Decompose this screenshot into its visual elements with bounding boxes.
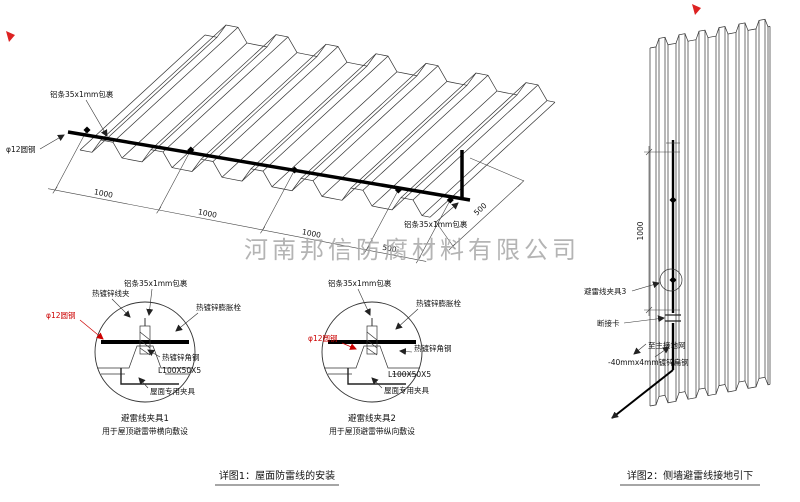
roof-dim-1000-a: 1000 (93, 187, 114, 200)
wall-clamp-callout-circle (659, 268, 683, 292)
roof-dimension-lines: 1000 1000 1000 500 500 (48, 129, 525, 264)
round-steel-label: φ12圆钢 (6, 144, 36, 154)
detail1-alu-label: 铝条35x1mm包裹 (124, 278, 188, 288)
roof-dim-500-right: 500 (472, 201, 489, 218)
wall-conductor (611, 140, 683, 419)
detail2-alu-label: 铝条35x1mm包裹 (328, 278, 392, 288)
roof-dim-1000-b: 1000 (197, 207, 218, 220)
wall-clamp3-label: 避雷线夹具3 (584, 286, 626, 296)
wall-dimension: 1000 (636, 146, 680, 316)
detail2-round-steel-label: φ12圆钢 (308, 333, 338, 343)
detail2-title: 避雷线夹具2 (348, 413, 396, 424)
wall-ground-label: 至主接地网 (648, 340, 686, 350)
detail1-fixture-label: 屋面专用夹具 (150, 386, 195, 396)
detail-1: 热镀锌线夹 铝条35x1mm包裹 热镀锌膨胀栓 φ12圆钢 热镀锌角钢 L100… (46, 278, 241, 436)
detail2-subtitle: 用于屋顶避雷带纵向敷设 (329, 426, 415, 436)
captions: 详图1：屋面防雷线的安装 详图2：侧墙避雷线接地引下 (215, 469, 760, 486)
red-marker-icon (6, 4, 701, 42)
roof-lightning-wire (67, 126, 471, 204)
detail2-fixture-label: 屋面专用夹具 (384, 385, 429, 395)
roof-dim-1000-c: 1000 (301, 227, 322, 240)
wall-panel-drawing (649, 18, 771, 407)
roof-panel-drawing (79, 24, 556, 218)
roof-dim-500: 500 (382, 243, 398, 255)
detail1-clamp-label: 热镀锌线夹 (92, 288, 130, 298)
roof-labels: 铝条35x1mm包裹 φ12圆钢 铝条35x1mm包裹 (6, 89, 468, 229)
detail2-angle-spec: L100X50X5 (388, 370, 431, 379)
detail1-round-steel-label: φ12圆钢 (46, 310, 76, 320)
detail1-title: 避雷线夹具1 (121, 413, 169, 424)
wall-disconnect-label: 断接卡 (597, 318, 620, 328)
wire-clamps (83, 126, 454, 204)
company-watermark: 河南邦信防腐材料有限公司 (244, 236, 580, 264)
detail1-angle-spec: L100X50X5 (158, 366, 201, 375)
alu-strip-label-top: 铝条35x1mm包裹 (50, 89, 114, 99)
detail1-angle-label: 热镀锌角钢 (162, 352, 200, 362)
detail2-angle-label: 热镀锌角钢 (414, 343, 452, 353)
detail1-subtitle: 用于屋顶避雷带横向敷设 (102, 426, 188, 436)
detail1-anchor-label: 热镀锌膨胀栓 (196, 302, 241, 312)
alu-strip-label-right: 铝条35x1mm包裹 (404, 219, 468, 229)
detail2-anchor-label: 热镀锌膨胀栓 (416, 298, 461, 308)
detail-2: 铝条35x1mm包裹 热镀锌膨胀栓 φ12圆钢 热镀锌角钢 L100X50X5 … (308, 278, 461, 436)
caption-detail2: 详图2：侧墙避雷线接地引下 (627, 469, 753, 482)
wall-labels: 避雷线夹具3 断接卡 至主接地网 -40mmx4mm镀锌扁钢 (584, 281, 689, 367)
wall-flat-steel-label: -40mmx4mm镀锌扁钢 (608, 357, 689, 367)
caption-detail1: 详图1：屋面防雷线的安装 (219, 469, 335, 482)
wall-dim-1000: 1000 (636, 221, 645, 240)
